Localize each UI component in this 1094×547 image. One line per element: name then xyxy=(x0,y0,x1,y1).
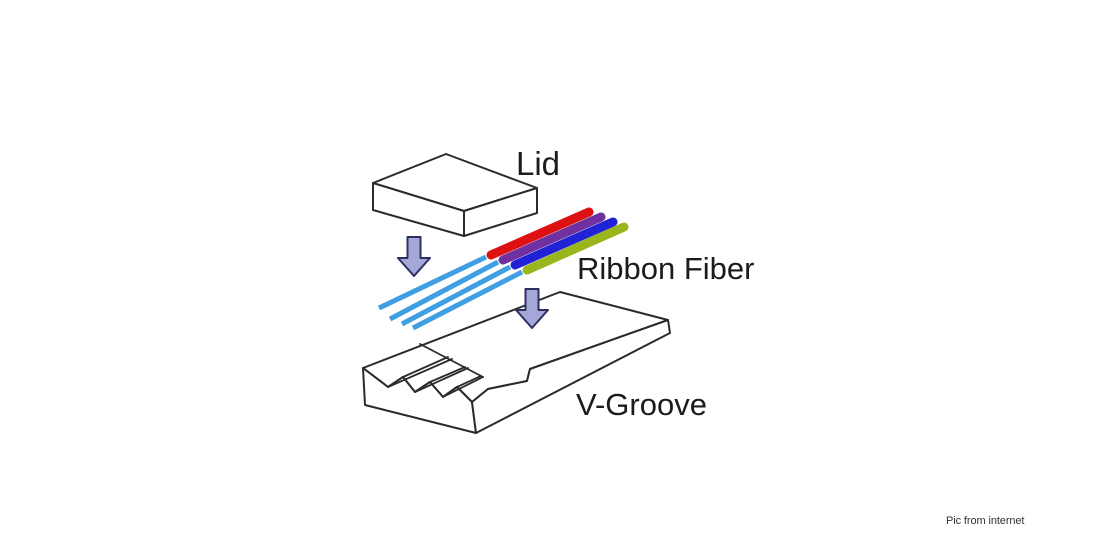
down-arrow-icon xyxy=(515,288,549,329)
v-groove-label: V-Groove xyxy=(576,387,707,422)
v-groove-substrate xyxy=(362,291,671,434)
substrate-front-face xyxy=(471,319,671,434)
down-arrow-icon xyxy=(397,236,431,277)
caption: Pic from internet xyxy=(946,515,1025,527)
groove-ridge-line xyxy=(402,356,449,378)
groove-ridge-line xyxy=(456,375,482,388)
ribbon-stripes xyxy=(486,207,629,275)
fiber-line xyxy=(400,264,512,327)
lid-box xyxy=(372,153,538,237)
lid-label: Lid xyxy=(516,145,560,182)
groove-ridge-line xyxy=(429,366,466,383)
ribbon-stripe-blue xyxy=(510,217,618,270)
groove-ridge-line xyxy=(442,376,484,398)
ribbon-stripe-red xyxy=(486,207,594,260)
ribbon-fiber-label: Ribbon Fiber xyxy=(577,251,754,286)
fiber-line xyxy=(388,259,500,322)
ribbon-stripe-green xyxy=(522,222,629,275)
groove-ridge-line xyxy=(387,358,453,388)
fiber-lines xyxy=(377,254,524,331)
fiber-line xyxy=(411,269,524,331)
lid-right-face xyxy=(463,187,538,237)
ribbon-stripe-purple xyxy=(498,212,606,265)
fiber-line xyxy=(377,254,488,311)
groove-boundary-line xyxy=(419,343,484,378)
groove-ridge-line xyxy=(414,367,469,393)
groove-ridges xyxy=(387,343,484,398)
